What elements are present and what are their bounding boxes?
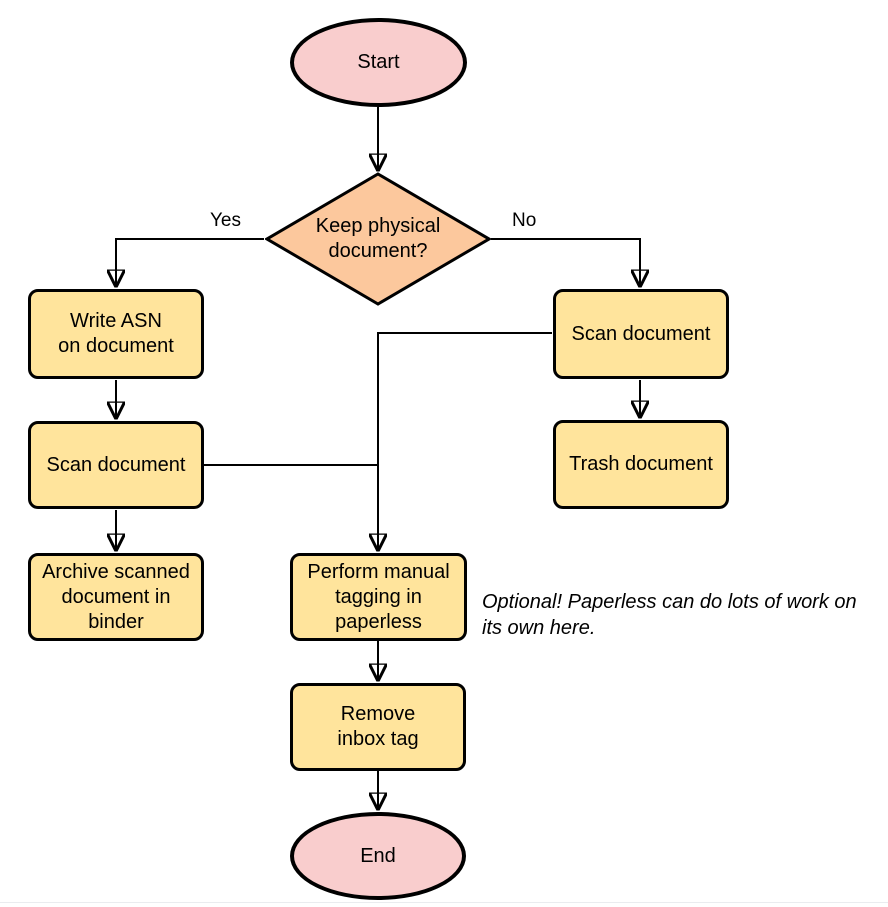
node-archive-binder-label: Archive scanned document in binder	[42, 560, 190, 633]
edge-label-no: No	[512, 210, 537, 231]
node-write-asn-label: Write ASN on document	[58, 310, 174, 357]
decision-diamond-shape	[265, 172, 491, 306]
edge-decision-yes	[116, 238, 264, 285]
edge-label-yes: Yes	[210, 210, 241, 231]
page-bottom-divider	[0, 902, 888, 903]
node-trash-document-label: Trash document	[569, 453, 713, 475]
node-remove-inbox-tag: Remove inbox tag	[290, 683, 466, 771]
node-write-asn: Write ASN on document	[28, 289, 204, 379]
node-decision-label: Keep physical document?	[315, 215, 441, 262]
node-manual-tagging-label: Perform manual tagging in paperless	[307, 560, 450, 633]
node-scan-document-right: Scan document	[553, 289, 729, 379]
node-decision: Keep physical document?	[265, 172, 491, 306]
node-trash-document: Trash document	[553, 420, 729, 509]
node-archive-binder: Archive scanned document in binder	[28, 553, 204, 641]
node-manual-tagging: Perform manual tagging in paperless	[290, 553, 467, 641]
node-end: End	[290, 812, 466, 900]
edge-scanright-to-tagging	[378, 332, 552, 549]
node-scan-document-left-label: Scan document	[46, 453, 186, 476]
node-end-label: End	[360, 844, 396, 867]
node-start-label: Start	[357, 51, 400, 73]
optional-note: Optional! Paperless can do lots of work …	[482, 591, 857, 639]
node-scan-document-left: Scan document	[28, 421, 204, 509]
edge-decision-no	[491, 238, 640, 285]
node-scan-document-right-label: Scan document	[571, 322, 711, 345]
node-remove-inbox-tag-label: Remove inbox tag	[337, 703, 419, 750]
node-start: Start	[290, 18, 467, 107]
